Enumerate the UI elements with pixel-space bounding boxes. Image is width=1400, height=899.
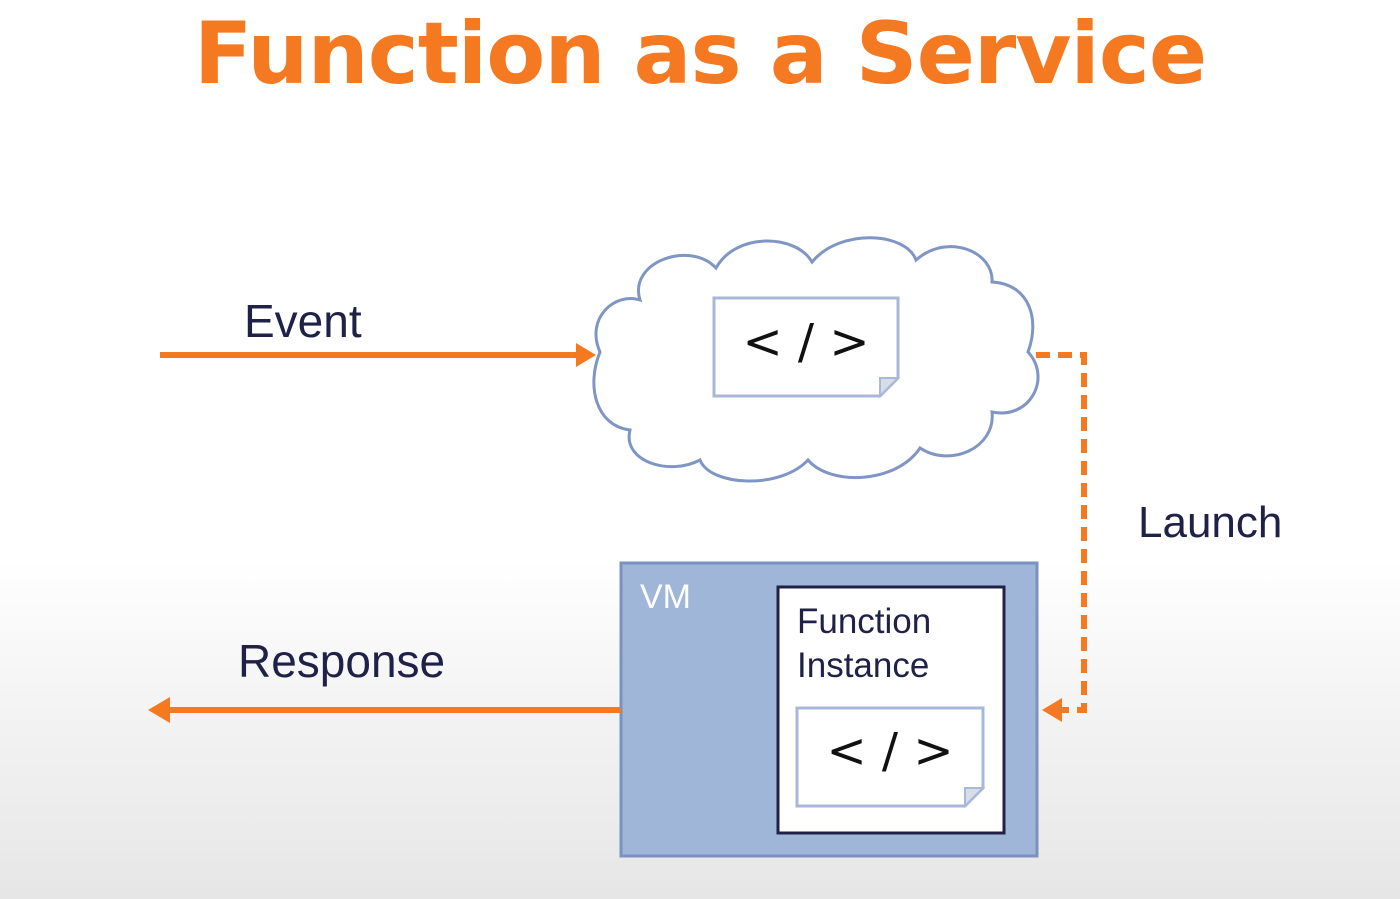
page-title: Function as a Service: [193, 4, 1207, 104]
response-label: Response: [238, 635, 446, 687]
cloud-code-document: [712, 296, 901, 399]
vm-code-symbol: < / >: [826, 723, 954, 779]
cloud-code-symbol: < / >: [742, 314, 870, 370]
vm-code-document: [795, 706, 986, 809]
launch-arrow: [1036, 352, 1087, 713]
launch-label: Launch: [1138, 498, 1283, 547]
event-label: Event: [244, 295, 362, 347]
function-instance-line1: Function: [797, 602, 932, 641]
vm-label: VM: [640, 578, 691, 616]
function-instance-label: Function Instance: [797, 600, 931, 688]
function-instance-line2: Instance: [797, 646, 930, 685]
